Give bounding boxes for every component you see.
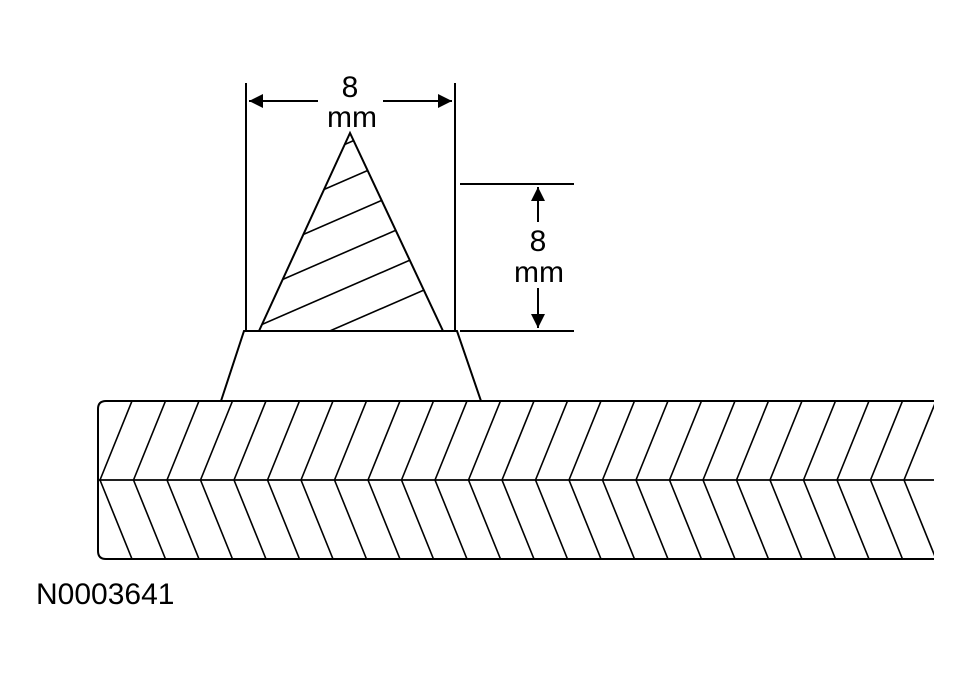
plate-hatch-line bbox=[166, 479, 200, 559]
plate-hatch-line bbox=[601, 479, 636, 559]
plate-hatch-line bbox=[99, 479, 133, 559]
width-unit: mm bbox=[327, 101, 377, 134]
plate-hatch-line bbox=[938, 401, 970, 480]
plate-hatch-line bbox=[333, 401, 368, 481]
plate-hatch-line bbox=[635, 479, 669, 559]
plate-hatch-line bbox=[869, 479, 904, 559]
plate-hatch-line bbox=[601, 401, 636, 481]
height-unit: mm bbox=[514, 256, 564, 289]
plate-hatch-line bbox=[568, 401, 602, 481]
plate-hatch-line bbox=[501, 479, 535, 559]
height-dimension: 8 mm bbox=[460, 183, 574, 332]
plate-hatch-line bbox=[534, 401, 569, 481]
triangle-outline bbox=[257, 130, 445, 332]
plate-hatch-line bbox=[434, 479, 468, 559]
plate-hatch-line bbox=[132, 479, 167, 559]
plate-hatch-line bbox=[735, 479, 770, 559]
plate-hatch-line bbox=[300, 401, 334, 481]
plate-hatch-line bbox=[400, 479, 435, 559]
plate-hatch-line bbox=[568, 479, 602, 559]
plate-hatch-line bbox=[501, 401, 535, 481]
plate-hatch-line bbox=[702, 401, 736, 481]
plate-hatch-line bbox=[166, 401, 200, 481]
plate-hatch-line bbox=[233, 479, 267, 559]
triangle-hatch-line bbox=[259, 233, 443, 331]
plate-hatch-line bbox=[735, 401, 770, 481]
plate-hatch-line bbox=[668, 401, 703, 481]
plate-hatch-line bbox=[300, 479, 334, 559]
plate-hatch-line bbox=[99, 401, 133, 481]
width-value: 8 bbox=[342, 71, 359, 104]
triangle-hatch-line bbox=[259, 161, 443, 263]
plate-hatching bbox=[99, 401, 970, 559]
plate-hatch-line bbox=[802, 401, 837, 481]
plate-hatch-line bbox=[199, 401, 234, 481]
plate-hatch-line bbox=[132, 401, 167, 481]
plate-hatch-line bbox=[702, 479, 736, 559]
base-plate bbox=[97, 400, 970, 560]
plate-hatch-line bbox=[266, 479, 301, 559]
plate-hatch-line bbox=[903, 401, 934, 481]
plate-hatch-line bbox=[802, 479, 837, 559]
pedestal-trapezoid bbox=[219, 330, 483, 402]
plate-hatch-line bbox=[836, 479, 870, 559]
figure-id: N0003641 bbox=[36, 578, 175, 611]
plate-hatch-line bbox=[367, 479, 401, 559]
triangle-hatch-line bbox=[259, 133, 443, 227]
plate-hatch-line bbox=[199, 479, 234, 559]
plate-hatch-line bbox=[769, 401, 803, 481]
plate-hatch-line bbox=[836, 401, 870, 481]
plate-hatch-line bbox=[467, 401, 502, 481]
plate-hatch-line bbox=[367, 401, 401, 481]
height-value: 8 bbox=[530, 225, 547, 258]
width-dimension: 8 mm bbox=[245, 71, 456, 331]
plate-hatch-line bbox=[769, 479, 803, 559]
plate-hatch-line bbox=[467, 479, 502, 559]
plate-hatch-line bbox=[333, 479, 368, 559]
plate-hatch-line bbox=[938, 480, 970, 559]
plate-hatch-line bbox=[400, 401, 435, 481]
plate-hatch-line bbox=[434, 401, 468, 481]
plate-hatch-line bbox=[534, 479, 569, 559]
plate-hatch-line bbox=[635, 401, 669, 481]
plate-hatch-line bbox=[266, 401, 301, 481]
plate-hatch-line bbox=[233, 401, 267, 481]
plate-hatch-line bbox=[668, 479, 703, 559]
plate-hatch-line bbox=[903, 479, 934, 559]
triangle-hatch-line bbox=[259, 197, 443, 299]
plate-hatch-line bbox=[869, 401, 904, 481]
